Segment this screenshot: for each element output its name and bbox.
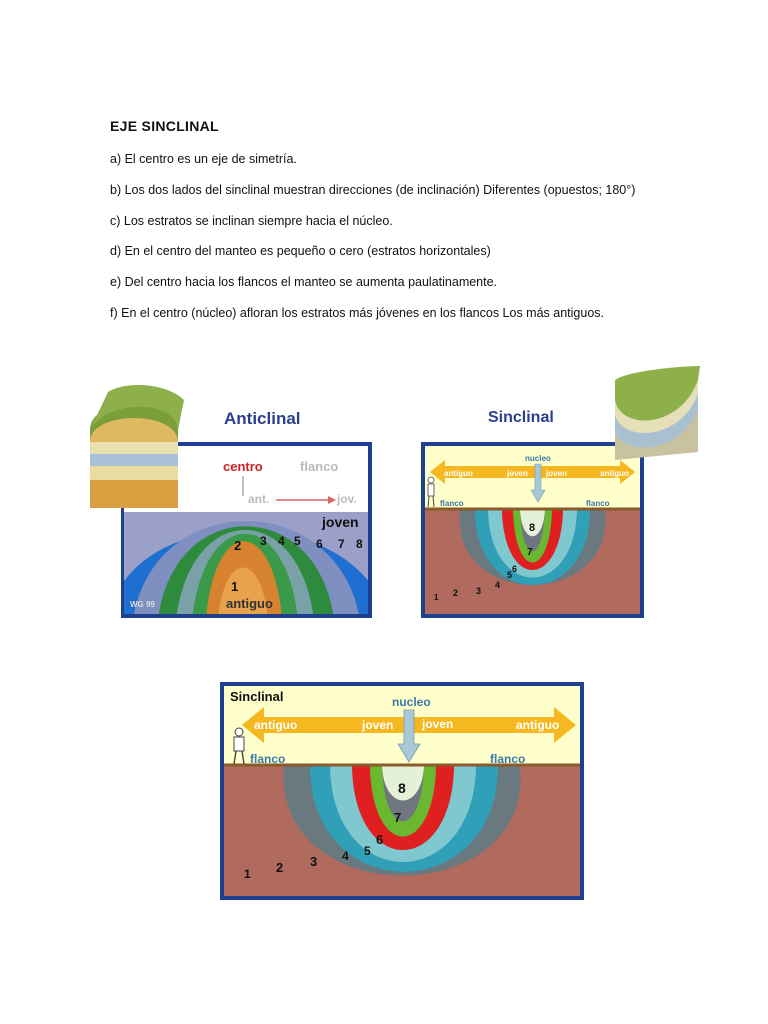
syncline-large-strata: [224, 764, 580, 896]
list-item-d: d) En el centro del manteo es pequeño o …: [110, 244, 491, 258]
syncline-small-layer-8: 8: [529, 522, 535, 534]
document-heading: EJE SINCLINAL: [110, 118, 219, 134]
list-item-b: b) Los dos lados del sinclinal muestran …: [110, 183, 636, 197]
syncline-small-block-icon: [615, 366, 700, 460]
syncline-small-young-right: joven: [545, 469, 567, 478]
syncline-small-flank-right: flanco: [586, 499, 610, 508]
list-item-f: f) En el centro (núcleo) afloran los est…: [110, 306, 605, 320]
anticline-old-short: ant.: [248, 492, 269, 506]
syncline-small-person-icon: [427, 476, 435, 508]
anticline-arrow-head: [328, 496, 336, 504]
anticline-layer-1: 1: [231, 579, 238, 594]
syncline-large-flank-left: flanco: [250, 752, 285, 766]
syncline-large-layer-2: 2: [276, 860, 283, 875]
syncline-large-layer-1: 1: [244, 867, 251, 881]
syncline-small-layer-7: 7: [527, 547, 533, 558]
anticline-young-short: jov.: [336, 492, 357, 506]
syncline-large-layer-4: 4: [342, 849, 349, 863]
syncline-large-young-right: joven: [421, 717, 453, 731]
syncline-large-layer-5: 5: [364, 844, 371, 858]
anticline-credit: WG 99: [130, 600, 155, 609]
anticline-title: Anticlinal: [224, 409, 301, 428]
syncline-large-nucleus-arrow: [397, 709, 421, 763]
anticline-old-label: antiguo: [226, 596, 273, 611]
syncline-small-figure: Sinclinal antiguo joven joven antiguo nu…: [421, 366, 700, 618]
syncline-large-old-right: antiguo: [516, 718, 559, 732]
syncline-large-layer-6: 6: [376, 832, 383, 847]
anticline-layer-5: 5: [294, 534, 301, 548]
anticline-strata: [124, 512, 368, 614]
list-item-e: e) Del centro hacia los flancos el mante…: [110, 275, 498, 289]
syncline-small-layer-2: 2: [453, 588, 458, 598]
anticline-layer-2: 2: [234, 538, 241, 553]
syncline-small-layer-1: 1: [434, 593, 439, 602]
syncline-small-layer-6: 6: [512, 564, 517, 574]
syncline-small-old-left: antiguo: [444, 469, 473, 478]
syncline-large-layer-8: 8: [398, 780, 406, 796]
syncline-small-old-right: antiguo: [600, 469, 629, 478]
syncline-small-layer-4: 4: [495, 580, 500, 590]
anticline-center-label: centro: [223, 459, 263, 474]
syncline-small-strata: [425, 508, 640, 614]
syncline-small-arrow: [430, 460, 635, 484]
syncline-large-person-icon: [233, 727, 245, 765]
anticline-layer-3: 3: [260, 534, 267, 548]
syncline-large-layer-3: 3: [310, 854, 317, 869]
anticline-layer-7: 7: [338, 537, 345, 551]
syncline-large-old-left: antiguo: [254, 718, 297, 732]
syncline-small-nucleus-label: nucleo: [525, 454, 551, 463]
syncline-small-title: Sinclinal: [488, 409, 554, 426]
syncline-small-nucleus-arrow: [530, 463, 546, 503]
list-item-c: c) Los estratos se inclinan siempre haci…: [110, 214, 393, 228]
syncline-small-layer-5: 5: [507, 570, 512, 580]
anticline-layer-4: 4: [278, 534, 285, 548]
syncline-small-layer-3: 3: [476, 586, 481, 596]
anticline-flank-label: flanco: [300, 459, 338, 474]
syncline-large-layer-7: 7: [394, 810, 401, 825]
anticline-layer-8: 8: [356, 537, 363, 551]
anticline-layer-6: 6: [316, 537, 323, 551]
syncline-small-young-left: joven: [506, 469, 528, 478]
anticline-young-label: joven: [321, 514, 359, 530]
syncline-large-figure: Sinclinal antiguo joven joven antiguo nu…: [220, 682, 584, 900]
syncline-small-flank-left: flanco: [440, 499, 464, 508]
syncline-large-flank-right: flanco: [490, 752, 525, 766]
anticline-block-icon: [90, 385, 184, 508]
syncline-large-nucleus-label: nucleo: [392, 695, 431, 709]
syncline-large-young-left: joven: [361, 718, 393, 732]
anticline-figure: Anticlinal centro flanco ant. jov. joven…: [90, 385, 372, 618]
syncline-large-title: Sinclinal: [230, 689, 283, 704]
list-item-a: a) El centro es un eje de simetría.: [110, 152, 297, 166]
